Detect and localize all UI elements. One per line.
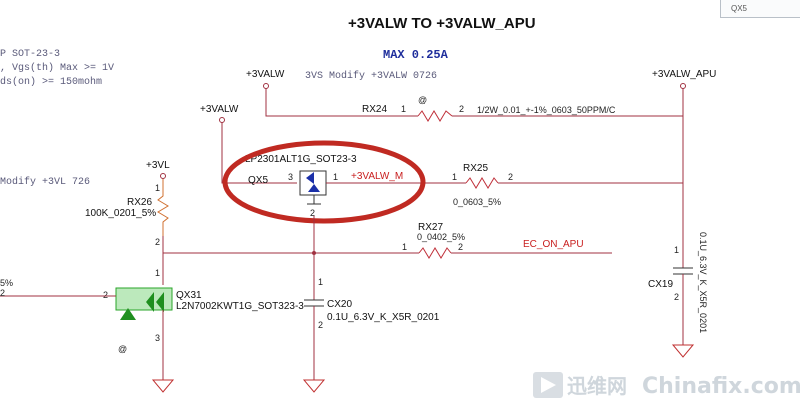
qx5-pin1: 1 (333, 172, 338, 182)
net-3valw-left-port (219, 117, 225, 123)
cx20-pin1: 1 (318, 277, 323, 287)
net-ec-on-apu: EC_ON_APU (523, 239, 584, 250)
qx5-ref: QX5 (248, 175, 268, 186)
corner-reference-box: QX5 (720, 0, 800, 18)
wire-3valw-to-rx24 (265, 88, 418, 117)
qx31-pin2: 2 (103, 290, 108, 300)
ground-cx20-symbol (302, 379, 326, 393)
rx24-value: 1/2W_0.01_+-1%_0603_50PPM/C (477, 105, 616, 115)
left-fragment-top: 5% (0, 278, 13, 288)
qx31-pin1: 1 (155, 268, 160, 278)
net-3vl: +3VL (146, 160, 170, 171)
qx31-diode-left (120, 308, 136, 320)
rx24-ref: RX24 (362, 104, 387, 115)
rx26-resistor (157, 179, 169, 236)
cx20-ref: CX20 (327, 299, 352, 310)
cx19-pin2: 2 (674, 292, 679, 302)
qx31-diode-mid (146, 292, 154, 312)
net-3valw-m: +3VALW_M (351, 171, 403, 182)
net-3valw-left: +3VALW (200, 104, 239, 115)
rx25-pin1: 1 (452, 172, 457, 182)
qx31-pin3: 3 (155, 333, 160, 343)
left-note-3: ds(on) >= 150mohm (0, 76, 102, 88)
qx5-diode-arrow (306, 172, 314, 184)
rx27-ref: RX27 (418, 222, 443, 233)
cx20-value: 0.1U_6.3V_K_X5R_0201 (327, 312, 440, 323)
corner-label: QX5 (731, 4, 748, 13)
left-note-2: , Vgs(th) Max >= 1V (0, 62, 114, 74)
cx19-pin1: 1 (674, 245, 679, 255)
rx27-value: 0_0402_5% (417, 232, 465, 242)
ground-qx31-symbol (151, 379, 175, 393)
qx31-mark: @ (118, 344, 127, 354)
page-title: +3VALW TO +3VALW_APU (348, 15, 536, 32)
cx19-ref: CX19 (648, 279, 673, 290)
rx25-resistor (465, 177, 499, 189)
watermark-en: Chinafix.com (642, 374, 800, 399)
watermark-cn: 迅维网 (567, 374, 627, 398)
rx26-pin1: 1 (155, 183, 160, 193)
rx24-resistor (417, 110, 453, 122)
cx19-value: 0.1U_6.3V_K_X5R_0201 (698, 232, 708, 333)
qx31-diode-right (156, 292, 164, 312)
net-3valw-apu: +3VALW_APU (652, 69, 716, 80)
qx5-body-diode (308, 184, 320, 192)
rx24-pin2: 2 (459, 104, 464, 114)
net-3valw-apu-port (680, 83, 686, 89)
vs-modify-note: 3VS Modify +3VALW 0726 (305, 70, 437, 82)
watermark-logo-arrow (541, 377, 556, 393)
rx25-value: 0_0603_5% (453, 197, 501, 207)
rx27-pin1: 1 (402, 242, 407, 252)
qx5-part: LP2301ALT1G_SOT23-3 (245, 154, 357, 165)
modify-note: Modify +3VL 726 (0, 176, 90, 188)
rx26-ref: RX26 (127, 197, 152, 208)
rx25-ref: RX25 (463, 163, 488, 174)
wire-3valw-to-qx5 (221, 122, 297, 184)
qx31-ref: QX31 (176, 290, 202, 301)
qx31-part: L2N7002KWT1G_SOT323-3 (176, 301, 304, 312)
net-3valw-top-port (263, 83, 269, 89)
rx26-pin2: 2 (155, 237, 160, 247)
highlight-ellipse (222, 140, 426, 224)
rx25-pin2: 2 (508, 172, 513, 182)
qx5-pin3: 3 (288, 172, 293, 182)
max-current-label: MAX 0.25A (383, 48, 449, 62)
rx26-value: 100K_0201_5% (85, 208, 156, 219)
left-note-1: P SOT-23-3 (0, 49, 60, 60)
ground-cx19-symbol (671, 344, 695, 358)
cx20-pin2: 2 (318, 320, 323, 330)
rx27-resistor (418, 247, 452, 259)
left-fragment-bottom: 2 (0, 288, 5, 298)
rx27-pin2: 2 (458, 242, 463, 252)
rx24-mark: @ (418, 95, 427, 105)
net-3valw-top: +3VALW (246, 69, 285, 80)
net-3vl-port (160, 173, 166, 179)
rx24-pin1: 1 (401, 104, 406, 114)
qx5-pin2: 2 (310, 208, 315, 218)
